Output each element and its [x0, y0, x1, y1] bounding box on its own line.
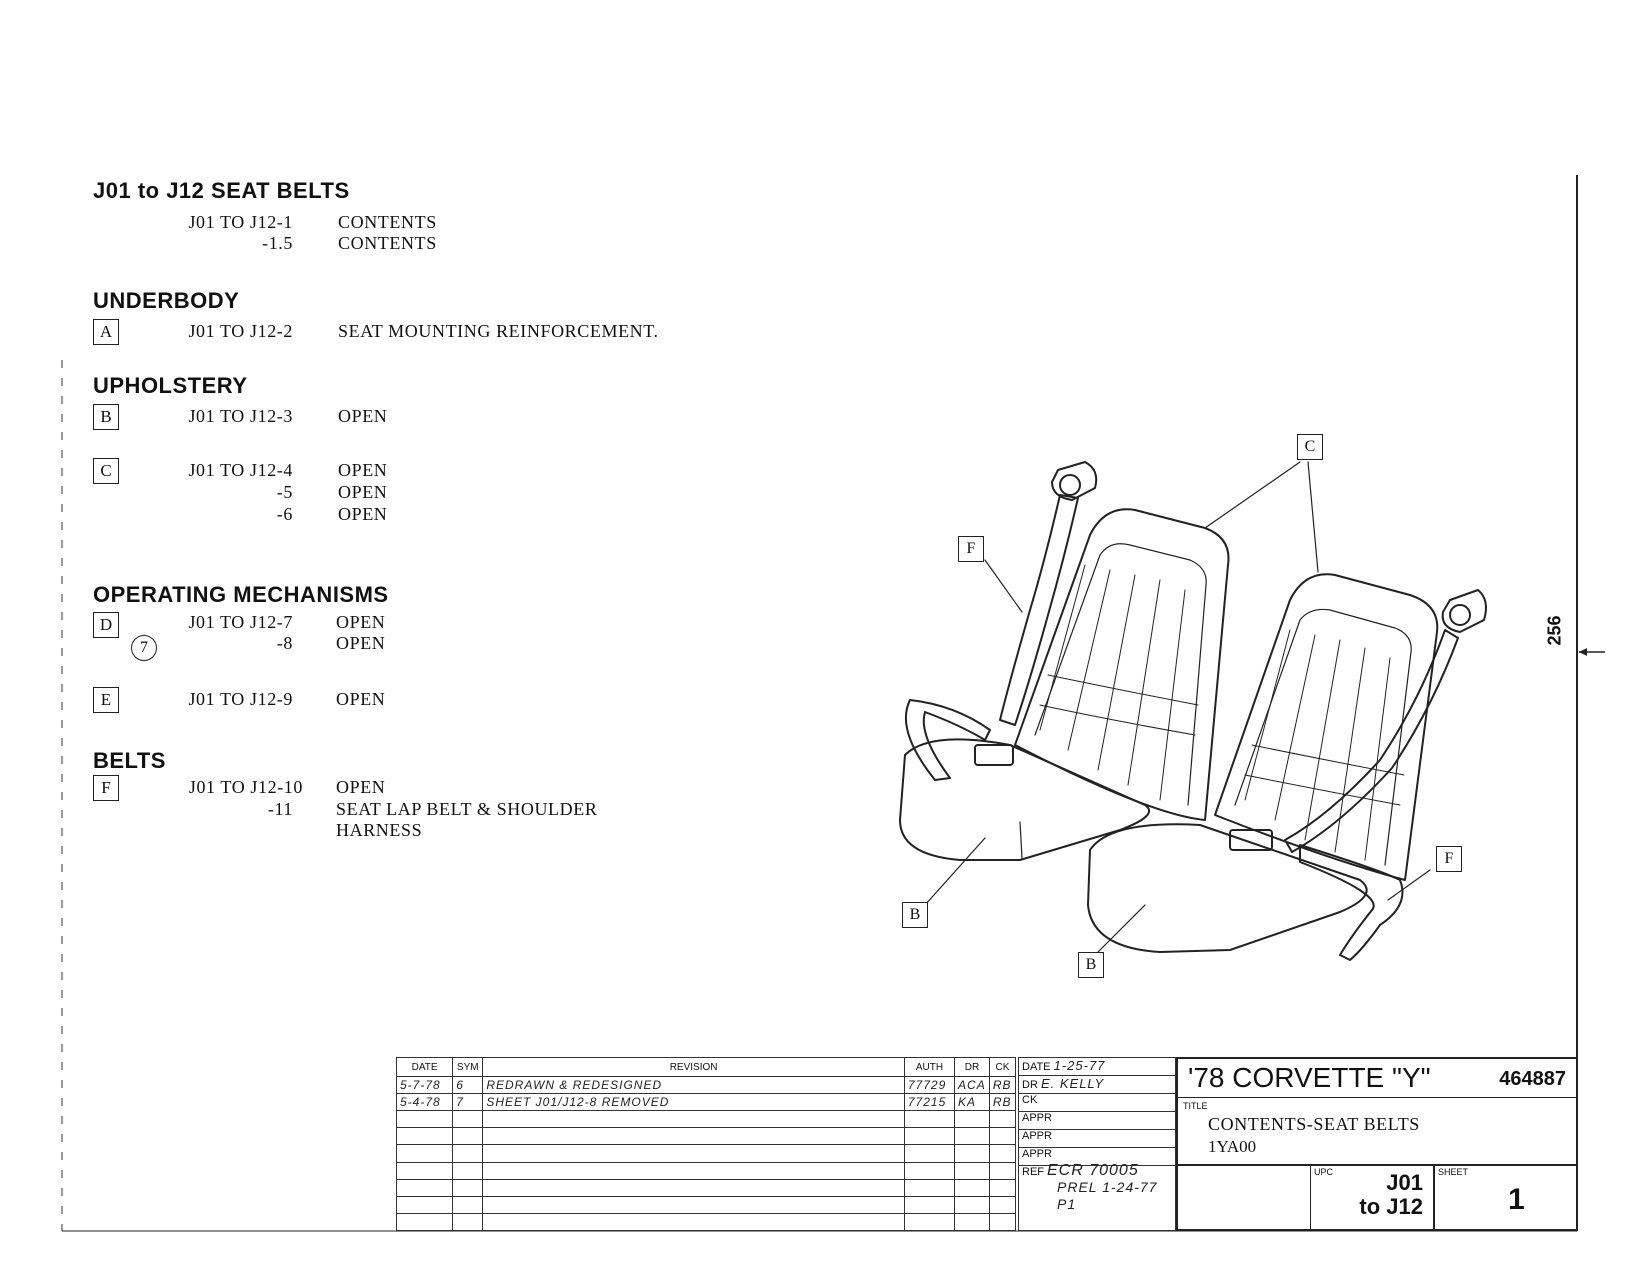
left-seat-back — [1014, 508, 1230, 821]
leader-lines — [924, 461, 1431, 956]
title-label: TITLE — [1183, 1101, 1208, 1111]
index-line: J01 TO J12-9 OPEN — [188, 689, 386, 709]
revision-row: 5-7-78 6 REDRAWN & REDESIGNED 77729 ACA … — [395, 1076, 1017, 1095]
index-line: J01 TO J12-10 OPEN — [188, 777, 386, 797]
upc-label: UPC — [1314, 1167, 1334, 1177]
appr-row: APPR — [1019, 1112, 1175, 1130]
date-row: DATE 1-25-77 — [1019, 1058, 1175, 1076]
index-line: J01 TO J12-2 SEAT MOUNTING REINFORCEMENT… — [188, 321, 659, 341]
left-seat-back-inner — [1034, 543, 1207, 806]
drawing-subtitle: 1YA00 — [1208, 1137, 1257, 1156]
title-block: DATE SYM REVISION AUTH DR CK 5-7-78 6 RE… — [395, 1056, 1578, 1232]
approval-block: DATE 1-25-77 DR E. KELLY CK APPR APPR AP… — [1018, 1057, 1176, 1231]
index-line: HARNESS — [336, 820, 423, 840]
group-letter-f: F — [93, 775, 119, 801]
drawing-title: CONTENTS-SEAT BELTS — [1208, 1114, 1420, 1134]
rev-header-revision: REVISION — [482, 1056, 905, 1078]
left-belt-retractor — [1051, 461, 1098, 501]
revision-row: 5-4-78 7 SHEET J01/J12-8 REMOVED 77215 K… — [395, 1093, 1017, 1112]
index-line: -8 OPEN — [276, 633, 386, 653]
side-page-number: 256 — [1544, 615, 1565, 646]
index-line: -6 OPEN — [276, 504, 388, 524]
right-lap-belt — [1299, 844, 1404, 961]
group-letter-d: D — [93, 612, 119, 638]
rev-header-dr: DR — [954, 1056, 990, 1078]
callout-f-right: F — [1436, 846, 1462, 872]
group-letter-e: E — [93, 687, 119, 713]
right-seat-back — [1214, 573, 1439, 881]
left-shoulder-belt — [999, 494, 1079, 726]
section-heading-underbody: UNDERBODY — [93, 288, 240, 313]
group-letter-b: B — [93, 404, 119, 430]
section-heading-belts: BELTS — [93, 748, 166, 773]
checked-row: CK — [1019, 1094, 1175, 1112]
rev-header-auth: AUTH — [903, 1056, 956, 1078]
left-seat-cushion — [899, 738, 1151, 861]
sheet-number: 1 — [1508, 1183, 1525, 1216]
appr-row: APPR — [1019, 1130, 1175, 1148]
section-heading-upholstery: UPHOLSTERY — [93, 373, 248, 398]
callout-b-right: B — [1078, 952, 1104, 978]
callout-b-left: B — [902, 902, 928, 928]
callout-f-left: F — [958, 536, 984, 562]
drawing-number: 464887 — [1499, 1068, 1566, 1090]
title-panel: '78 CORVETTE "Y" 464887 TITLE CONTENTS-S… — [1176, 1057, 1578, 1231]
drawn-by-row: DR E. KELLY — [1019, 1076, 1175, 1094]
right-belt-retractor — [1441, 589, 1487, 633]
index-line: J01 TO J12-3 OPEN — [188, 406, 388, 426]
index-line: -11 SEAT LAP BELT & SHOULDER — [267, 799, 598, 819]
sheet-label: SHEET — [1438, 1167, 1469, 1177]
sheet-circle-marker: 7 — [131, 635, 157, 661]
appr-row: APPR — [1019, 1148, 1175, 1166]
ref-notes: ECR 70005 PREL 1-24-77 P1 — [1047, 1162, 1158, 1212]
car-model: '78 CORVETTE "Y" — [1188, 1062, 1431, 1093]
upc-value: J01 to J12 — [1359, 1170, 1423, 1219]
contents-line: J01 TO J12-1 CONTENTS — [188, 212, 437, 232]
rev-header-date: DATE — [395, 1056, 454, 1078]
rev-header-ck: CK — [988, 1056, 1017, 1078]
contents-line: -1.5 CONTENTS — [262, 233, 437, 253]
rev-header-sym: SYM — [452, 1056, 484, 1078]
right-buckle — [1229, 829, 1273, 851]
section-heading-operating-mechanisms: OPERATING MECHANISMS — [93, 582, 389, 607]
right-shoulder-belt — [1284, 629, 1459, 853]
index-line: -5 OPEN — [276, 482, 388, 502]
right-seat-cushion — [1087, 823, 1368, 953]
callout-c: C — [1297, 434, 1323, 460]
ref-label: REF — [1022, 1166, 1044, 1178]
index-line: J01 TO J12-7 OPEN — [188, 612, 386, 632]
revision-table: DATE SYM REVISION AUTH DR CK 5-7-78 6 RE… — [395, 1056, 1017, 1232]
group-letter-c: C — [93, 458, 119, 484]
index-line: J01 TO J12-4 OPEN — [188, 460, 388, 480]
group-letter-a: A — [93, 319, 119, 345]
index-title: J01 to J12 SEAT BELTS — [93, 178, 350, 203]
left-buckle — [974, 744, 1014, 766]
left-lap-belt — [904, 699, 991, 781]
